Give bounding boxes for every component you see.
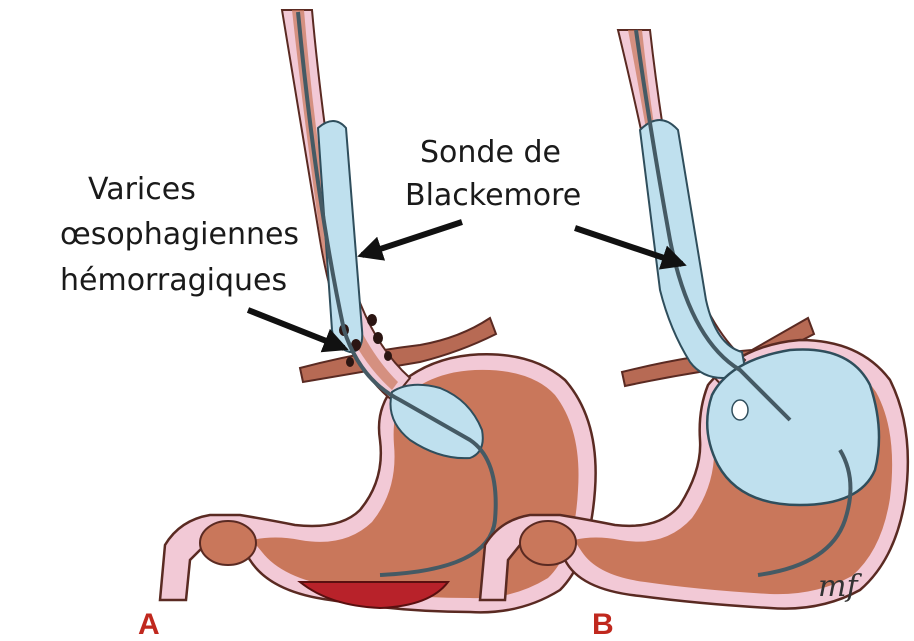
arrow-sonde-to-a — [362, 222, 462, 255]
panel-letter-b: B — [592, 608, 614, 641]
pylorus-b — [520, 521, 576, 565]
label-varices-line3: hémorragiques — [60, 263, 287, 298]
gastric-balloon-b — [707, 349, 879, 505]
pylorus-a — [200, 521, 256, 565]
label-varices-line1: Varices — [88, 172, 196, 207]
arrows — [248, 222, 682, 348]
arrow-varices — [248, 310, 344, 348]
panel-letter-a: A — [138, 608, 160, 641]
label-varices-line2: œsophagiennes — [60, 217, 299, 252]
artist-signature: mf — [818, 569, 862, 604]
label-sonde-line1: Sonde de — [420, 135, 561, 170]
label-sonde-line2: Blackemore — [405, 178, 581, 213]
panel-b-illustration — [480, 30, 908, 609]
